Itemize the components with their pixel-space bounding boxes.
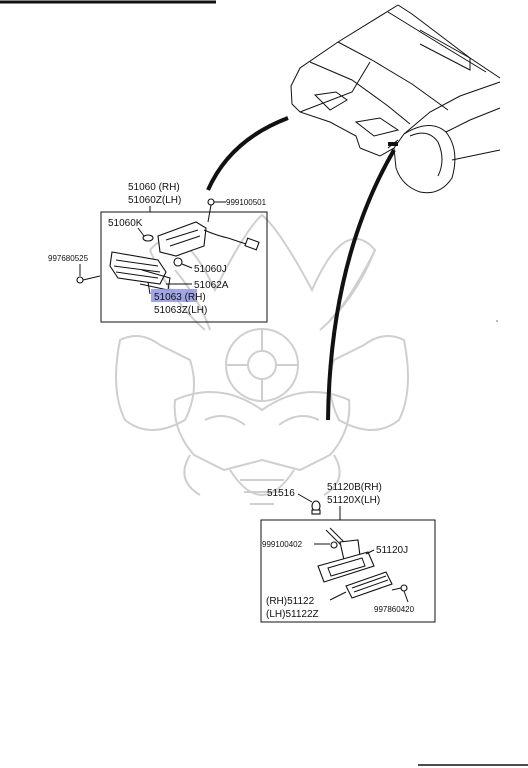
gasket-label: 51062A	[194, 280, 229, 291]
socket-label: 51060J	[194, 264, 227, 275]
side-bulb-label: 51516	[267, 488, 295, 499]
highlight-51063	[151, 289, 197, 302]
side-housing-part	[317, 551, 375, 583]
screw-left-label: 997680525	[48, 254, 89, 263]
side-lens-lh-label: (LH)51122Z	[266, 609, 319, 620]
front-lamp-assembly-lh-label: 51060Z(LH)	[128, 195, 181, 206]
nut-label: 999100402	[262, 540, 303, 549]
screw-left-icon	[76, 275, 101, 284]
screw-top-icon	[207, 198, 215, 223]
side-socket-label: 51120J	[376, 545, 408, 556]
side-bulb-icon	[311, 500, 321, 515]
lens-lh-label: 51063Z(LH)	[154, 305, 207, 316]
bulb-label: 51060K	[108, 218, 143, 229]
side-lens-part	[345, 571, 393, 599]
front-lamp-assembly-rh-label: 51060 (RH)	[128, 182, 180, 193]
side-lamp-frame	[260, 519, 436, 623]
side-lamp-group: 51516 51120B(RH) 51120X(LH) 999100402	[260, 482, 436, 623]
front-lamp-frame	[100, 211, 268, 323]
stray-dot	[496, 320, 498, 322]
lens-rh-label: 51063 (RH)	[154, 292, 206, 303]
side-lens-rh-label: (RH)51122	[266, 596, 315, 607]
side-screw-label: 997860420	[374, 605, 415, 614]
screw-top-label: 999100501	[226, 198, 267, 207]
nut-icon	[330, 541, 338, 549]
car-front-illustration	[290, 4, 501, 194]
side-screw-icon	[391, 584, 408, 592]
lens-part	[109, 251, 167, 285]
side-lamp-assembly-rh-label: 51120B(RH)	[327, 482, 382, 493]
front-lamp-group: 51060 (RH) 51060Z(LH) 999100501 51060K	[48, 182, 268, 323]
side-lamp-leader-arc	[326, 148, 396, 421]
lamp-housing-part	[157, 221, 207, 257]
side-lamp-assembly-lh-label: 51120X(LH)	[327, 495, 380, 506]
wire-connector-part	[203, 229, 260, 251]
samurai-helmet-logo-icon	[115, 213, 409, 505]
bulb-icon	[142, 234, 154, 242]
front-lamp-leader-arc	[206, 116, 289, 191]
side-lamp-location-mark	[388, 142, 398, 146]
socket-part	[173, 257, 183, 267]
